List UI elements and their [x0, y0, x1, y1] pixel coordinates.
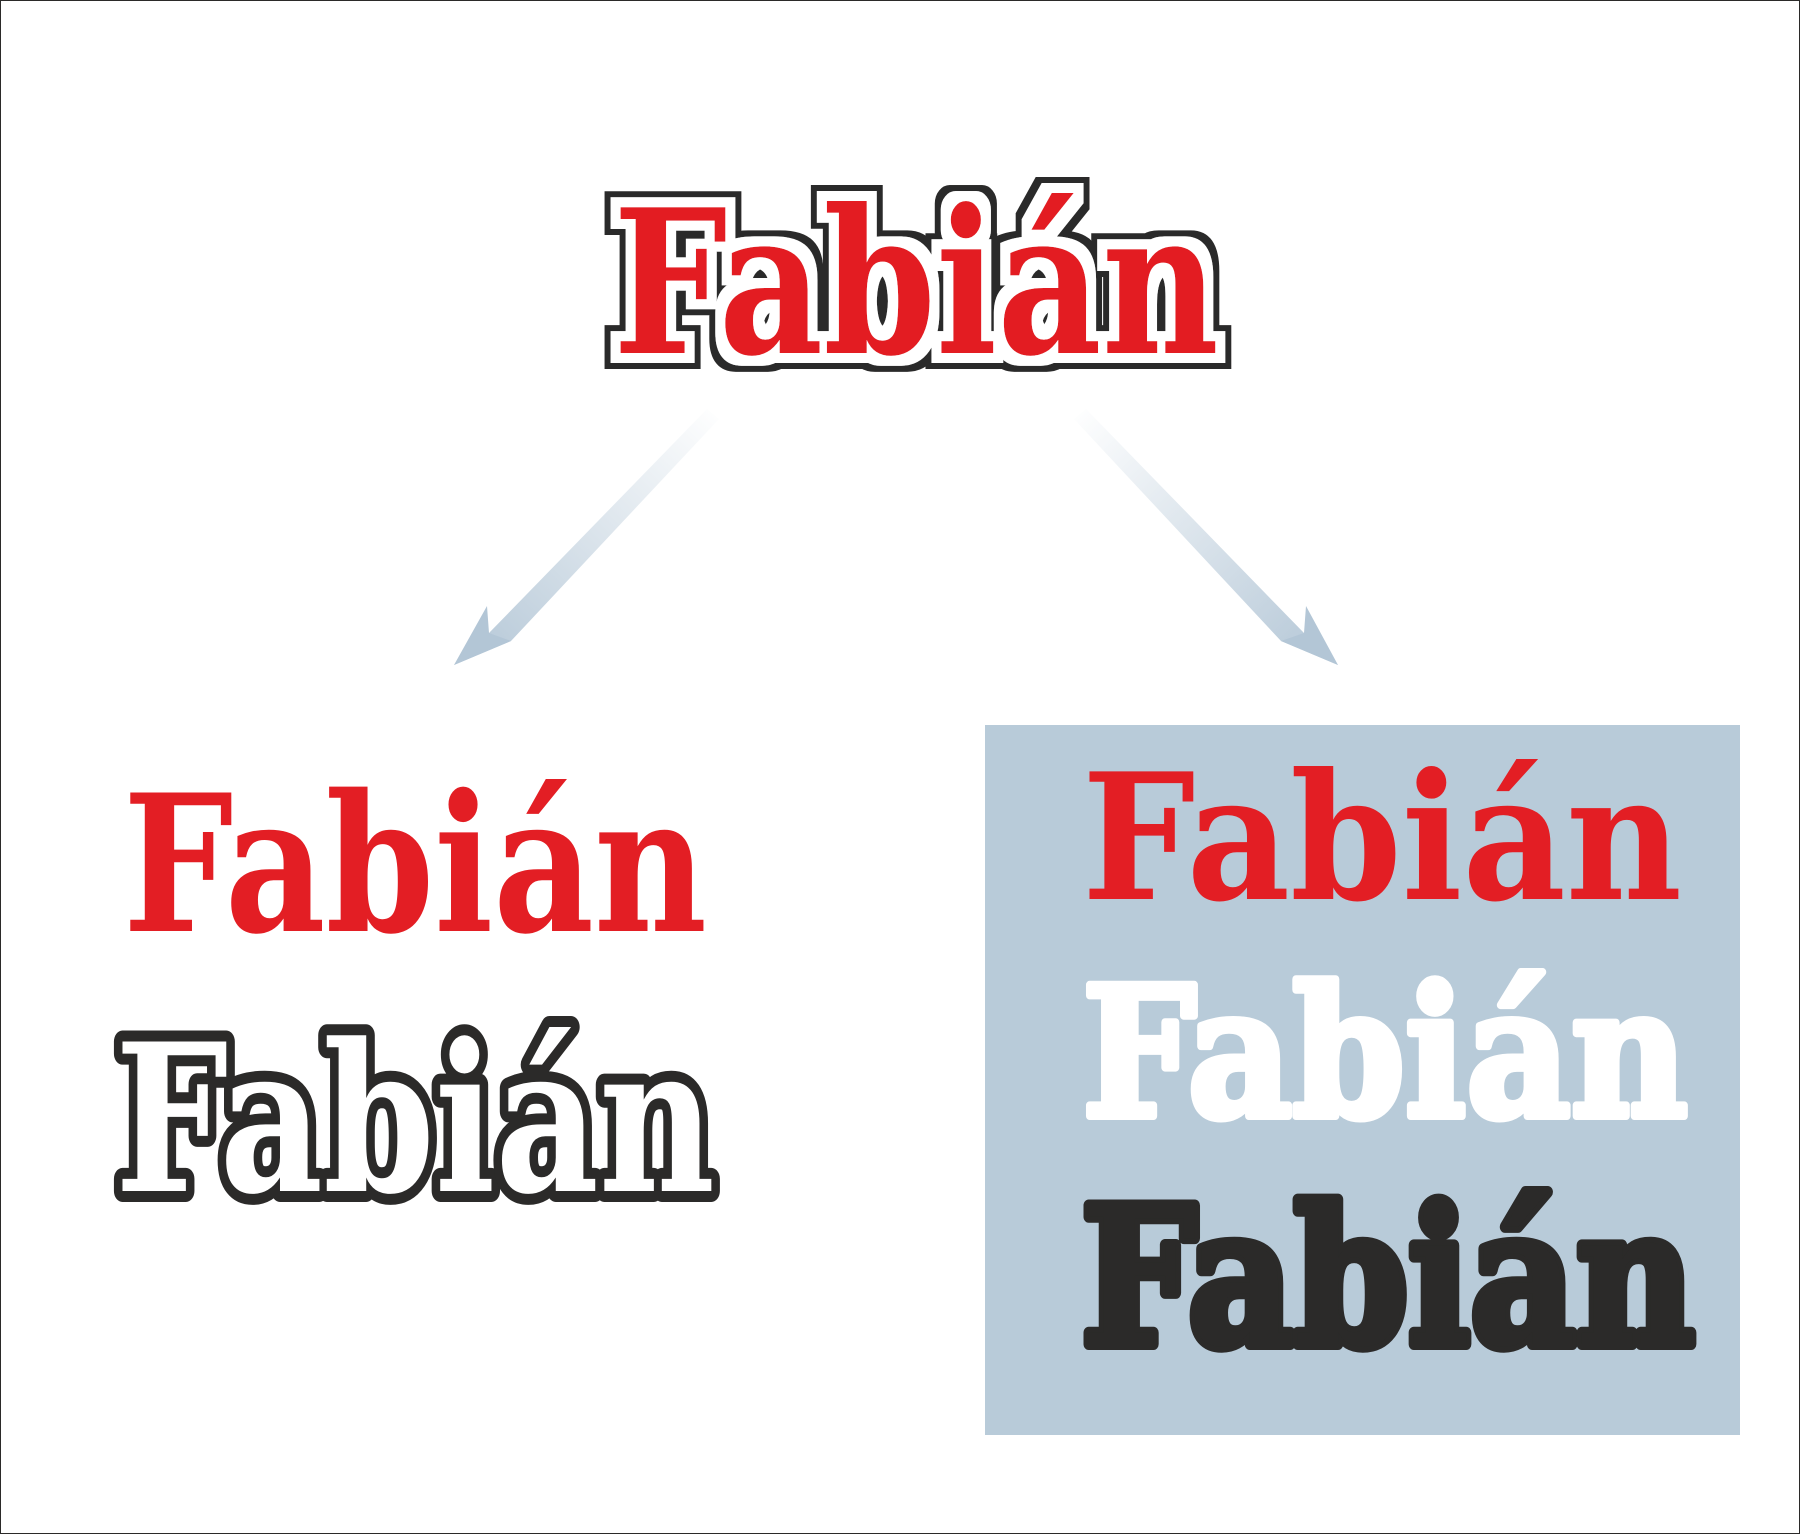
right-arrow-icon [1074, 409, 1338, 665]
left-arrow-icon [454, 409, 719, 665]
panel-white-logo: Fabián [1082, 948, 1688, 1159]
panel-red-logo: Fabián [1082, 736, 1682, 941]
right-arrow-head-icon [1281, 606, 1338, 665]
left-outline-logo: Fabián [115, 1000, 715, 1240]
main-logo: Fabián [613, 166, 1219, 401]
color-panel [985, 725, 1740, 1435]
left-arrow-head-icon [454, 606, 511, 665]
left-red-logo: Fabián [123, 753, 707, 976]
panel-black-logo: Fabián [1081, 1166, 1695, 1389]
